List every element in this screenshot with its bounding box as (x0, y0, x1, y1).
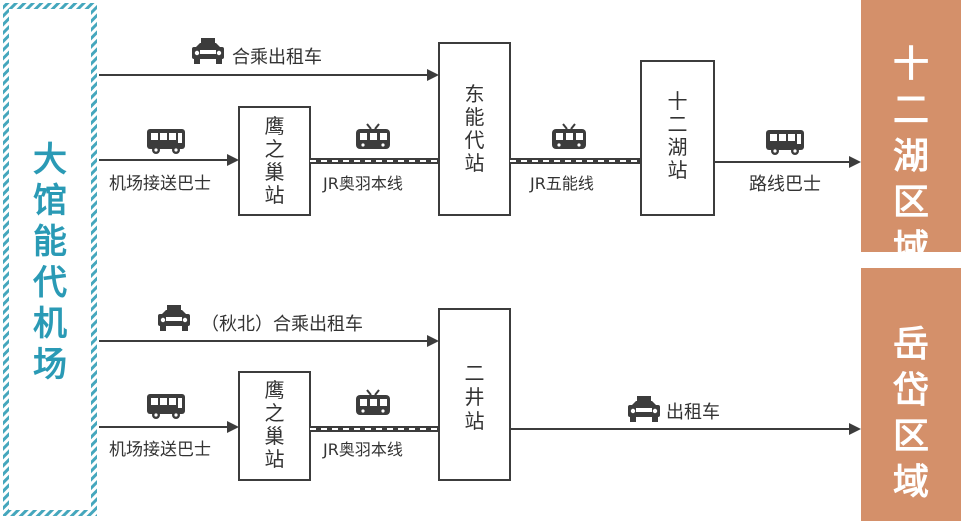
route-airport-bus-bottom-label: 机场接送巴士 (109, 440, 211, 460)
route-taxi-label: 出租车 (666, 402, 720, 423)
bus-icon (766, 130, 804, 155)
taxi-icon (628, 396, 660, 422)
bus-icon (147, 394, 185, 419)
station-futatsui-label: 二井站 (465, 361, 485, 433)
rail-track-gono (510, 158, 641, 164)
station-takanosu-top (238, 106, 311, 216)
destination-juniko-label: 十二湖区域 (893, 44, 929, 269)
rail-track-ou-top (310, 158, 439, 164)
train-icon (355, 389, 391, 416)
station-takanosu-bottom-label: 鹰之巢站 (265, 378, 285, 471)
destination-takedai-area (861, 268, 961, 521)
rail-track-ou-bottom (310, 426, 439, 432)
route-jr-gono-label: JR五能线 (529, 174, 594, 193)
station-junikko (640, 60, 715, 216)
route-jr-ou-bottom-label: JR奥羽本线 (322, 440, 403, 459)
origin-airport-label: 大馆能代机场 (32, 140, 67, 385)
route-shared-taxi-bottom-label: （秋北）合乘出租车 (201, 314, 363, 335)
station-futatsui (438, 308, 511, 481)
station-takanosu-bottom (238, 371, 311, 481)
route-jr-ou-top-label: JR奥羽本线 (322, 174, 403, 193)
taxi-icon (192, 38, 224, 64)
station-higashi-noshiro (438, 42, 511, 216)
bus-icon (147, 129, 185, 154)
route-shared-taxi-top-label: 合乘出租车 (232, 47, 322, 68)
train-icon (355, 123, 391, 150)
destination-juniko-area (861, 0, 961, 252)
train-icon (551, 123, 587, 150)
station-junikko-label: 十二湖站 (668, 89, 688, 182)
route-airport-bus-top-label: 机场接送巴士 (109, 174, 211, 194)
station-higashi-noshiro-label: 东能代站 (465, 82, 485, 175)
destination-takedai-label: 岳岱区域 (892, 324, 929, 503)
taxi-icon (158, 305, 190, 331)
origin-inner (9, 9, 91, 510)
route-route-bus-label: 路线巴士 (749, 174, 821, 195)
station-takanosu-top-label: 鹰之巢站 (265, 114, 285, 207)
